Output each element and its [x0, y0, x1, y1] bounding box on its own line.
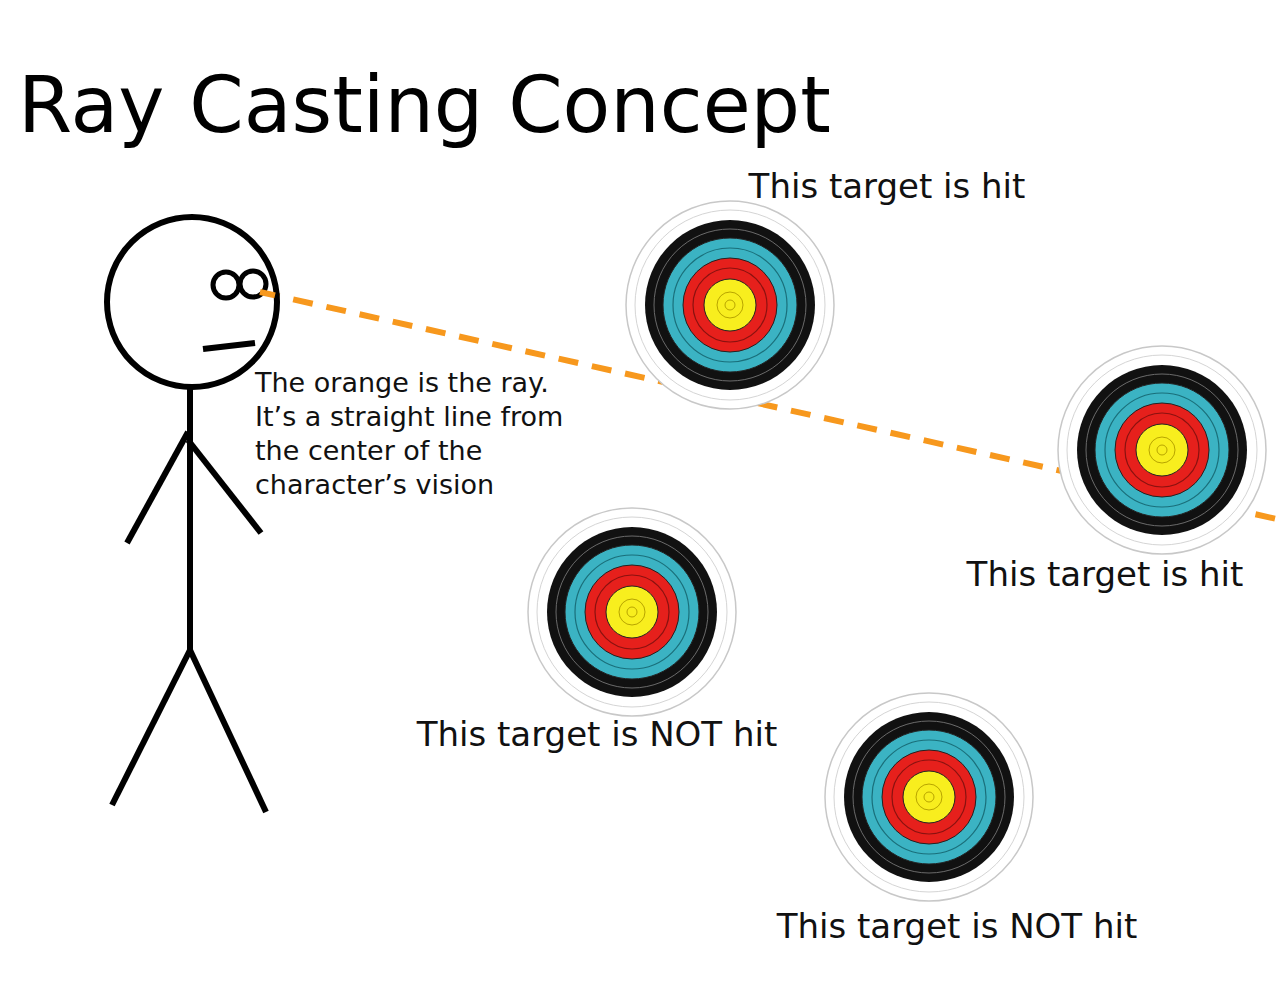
target-ring [1125, 413, 1199, 487]
target-ring [1058, 346, 1266, 554]
target-ring [717, 292, 743, 318]
target-label: This target is NOT hit [777, 906, 1138, 946]
target-ring [537, 517, 727, 707]
target-ring [1077, 365, 1247, 535]
note-text: The orange is the ray. It’s a straight l… [255, 366, 595, 502]
target-ring [585, 565, 679, 659]
target-ring [704, 279, 756, 331]
target-ring [645, 220, 815, 390]
mouth [203, 343, 255, 349]
target-node: This target is NOT hit [527, 507, 737, 717]
target-ring [1115, 403, 1209, 497]
target-ring [663, 238, 797, 372]
ray-start [260, 292, 275, 295]
target-ring [825, 693, 1033, 901]
target-ring [903, 771, 955, 823]
target-ring [916, 784, 942, 810]
archery-target [527, 507, 737, 717]
target-label: This target is NOT hit [417, 714, 778, 754]
target-ring [606, 586, 658, 638]
arm [127, 432, 188, 543]
archery-target [824, 692, 1034, 902]
target-node: This target is NOT hit [824, 692, 1034, 902]
target-ring [924, 792, 934, 802]
target-ring [619, 599, 645, 625]
target-ring [556, 536, 708, 688]
target-ring [892, 760, 966, 834]
target-ring [1067, 355, 1257, 545]
target-ring [575, 555, 689, 669]
target-node: This target is hit [625, 200, 835, 410]
target-ring [683, 258, 777, 352]
head [107, 217, 277, 387]
target-ring [872, 740, 986, 854]
target-ring [1105, 393, 1219, 507]
target-ring [1136, 424, 1188, 476]
archery-target [625, 200, 835, 410]
title: Ray Casting Concept [18, 66, 831, 144]
target-ring [725, 300, 735, 310]
target-ring [595, 575, 669, 649]
arm [188, 440, 261, 533]
target-ring [1095, 383, 1229, 517]
body [187, 385, 193, 650]
stick-figure [107, 217, 277, 812]
target-ring [834, 702, 1024, 892]
leg [112, 650, 190, 805]
target-ring [862, 730, 996, 864]
target-ring [853, 721, 1005, 873]
target-ring [635, 210, 825, 400]
target-ring [654, 229, 806, 381]
target-ring [1149, 437, 1175, 463]
target-ring [565, 545, 699, 679]
target-ring [547, 527, 717, 697]
target-ring [627, 607, 637, 617]
target-ring [882, 750, 976, 844]
target-ring [528, 508, 736, 716]
target-ring [1086, 374, 1238, 526]
target-ring [844, 712, 1014, 882]
target-ring [673, 248, 787, 362]
leg [190, 650, 266, 812]
target-ring [1157, 445, 1167, 455]
target-ring [693, 268, 767, 342]
archery-target [1057, 345, 1267, 555]
target-label: This target is hit [967, 554, 1244, 594]
target-label: This target is hit [749, 166, 1026, 206]
target-node: This target is hit [1057, 345, 1267, 555]
target-ring [626, 201, 834, 409]
eye [213, 272, 239, 298]
